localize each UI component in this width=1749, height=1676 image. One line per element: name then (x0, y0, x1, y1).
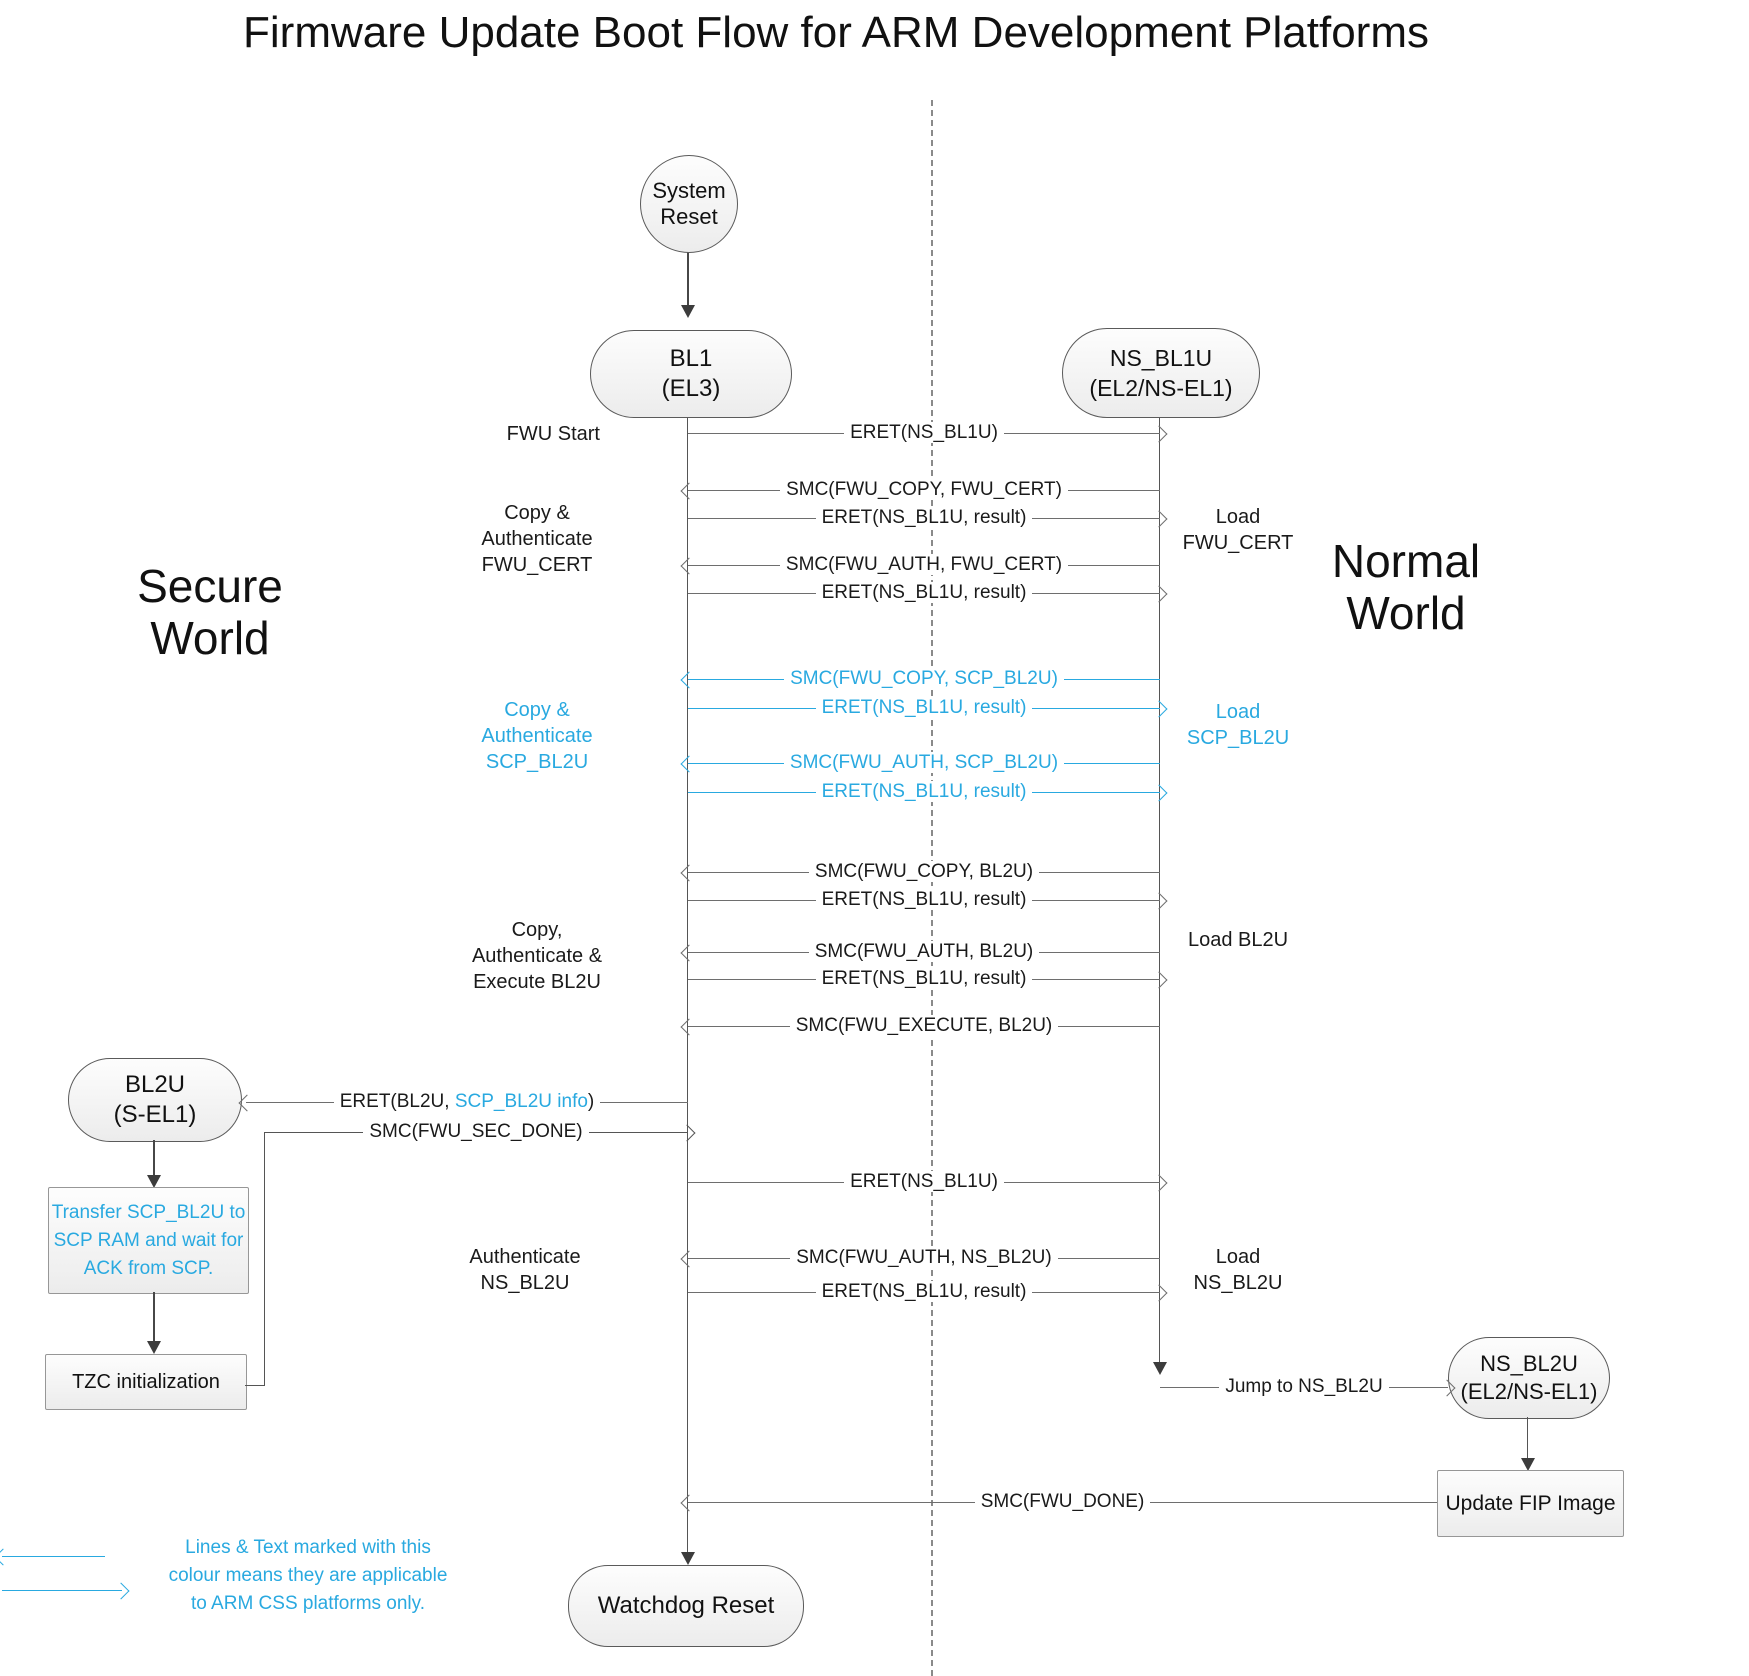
smc-sec-done-message: SMC(FWU_SEC_DONE) (264, 1121, 696, 1142)
tzc-box: TZC initialization (45, 1354, 247, 1410)
bl1-node: BL1 (EL3) (590, 330, 792, 418)
copy-auth-exec-bl2u-label: Copy, Authenticate & Execute BL2U (471, 919, 603, 993)
legend-note: Lines & Text marked with this colour mea… (168, 1537, 448, 1614)
ns-bl1u-node: NS_BL1U (EL2/NS-EL1) (1062, 328, 1260, 418)
jump-ns-bl2u-message: Jump to NS_BL2U (1160, 1376, 1456, 1397)
bl2u-to-transfer-arrow (153, 1140, 155, 1176)
sequence-message: SMC(FWU_AUTH, BL2U) (680, 941, 1160, 962)
arrow-down-icon (681, 305, 695, 318)
smc-done-message: SMC(FWU_DONE) (680, 1491, 1437, 1512)
watchdog-reset-node: Watchdog Reset (568, 1565, 804, 1647)
sequence-message: ERET(NS_BL1U) (688, 1171, 1168, 1192)
transfer-scp-box: Transfer SCP_BL2U to SCP RAM and wait fo… (48, 1187, 249, 1294)
legend-left-arrow (0, 1548, 105, 1565)
sequence-message: SMC(FWU_COPY, BL2U) (680, 861, 1160, 882)
sec-done-connector-v (264, 1132, 265, 1386)
legend-right-arrow (2, 1582, 130, 1599)
sequence-message: ERET(NS_BL1U, result) (688, 889, 1168, 910)
load-bl2u-label: Load BL2U (1187, 929, 1289, 951)
page-title: Firmware Update Boot Flow for ARM Develo… (243, 8, 1429, 57)
update-fip-box: Update FIP Image (1437, 1470, 1624, 1537)
arrow-down-icon (147, 1175, 161, 1188)
system-reset-node: System Reset (640, 155, 738, 253)
copy-auth-scp-bl2u-label: Copy & Authenticate SCP_BL2U (481, 699, 593, 773)
world-divider (931, 100, 933, 1676)
bl2u-node: BL2U (S-EL1) (68, 1058, 242, 1142)
normal-world-label: Normal World (1331, 535, 1481, 639)
arrowhead-left-icon (0, 1548, 12, 1565)
load-scp-bl2u-label: Load SCP_BL2U (1186, 701, 1290, 749)
ns-bl1u-lifeline (1159, 415, 1160, 1362)
sequence-message: ERET(NS_BL1U, result) (688, 968, 1168, 989)
arrow-down-icon (1521, 1458, 1535, 1471)
arrowhead-right-icon (112, 1582, 130, 1599)
arrow-down-icon (147, 1341, 161, 1354)
sequence-message: ERET(NS_BL1U, result) (688, 507, 1168, 528)
load-ns-bl2u-label: Load NS_BL2U (1193, 1246, 1283, 1294)
fwu-start-label: FWU Start (506, 423, 600, 445)
sequence-message: SMC(FWU_COPY, FWU_CERT) (680, 479, 1160, 500)
bl1-lifeline (687, 415, 688, 1552)
sequence-message-css-only: ERET(NS_BL1U, result) (688, 697, 1168, 718)
system-reset-arrow (687, 251, 689, 306)
secure-world-label: Secure World (137, 560, 283, 664)
ns-bl2u-to-fip-arrow (1527, 1417, 1528, 1459)
sequence-message: ERET(NS_BL1U, result) (688, 582, 1168, 603)
sequence-message: SMC(FWU_AUTH, FWU_CERT) (680, 554, 1160, 575)
sequence-message-css-only: SMC(FWU_AUTH, SCP_BL2U) (680, 752, 1160, 773)
sequence-message-css-only: ERET(NS_BL1U, result) (688, 781, 1168, 802)
sequence-message: SMC(FWU_AUTH, NS_BL2U) (680, 1247, 1160, 1268)
eret-bl2u-message: ERET(BL2U, SCP_BL2U info) (238, 1091, 688, 1112)
transfer-to-tzc-arrow (153, 1292, 155, 1342)
sequence-message: SMC(FWU_EXECUTE, BL2U) (680, 1015, 1160, 1036)
auth-ns-bl2u-label: Authenticate NS_BL2U (469, 1246, 581, 1294)
sequence-message: ERET(NS_BL1U, result) (688, 1281, 1168, 1302)
arrow-down-icon (1153, 1362, 1167, 1375)
load-fwu-cert-label: Load FWU_CERT (1182, 506, 1294, 554)
sec-done-connector-h (245, 1385, 265, 1386)
copy-auth-fwu-cert-label: Copy & Authenticate FWU_CERT (481, 502, 593, 576)
ns-bl2u-node: NS_BL2U (EL2/NS-EL1) (1448, 1337, 1610, 1419)
sequence-message: ERET(NS_BL1U) (688, 422, 1168, 443)
arrow-down-icon (681, 1552, 695, 1565)
sequence-message-css-only: SMC(FWU_COPY, SCP_BL2U) (680, 668, 1160, 689)
